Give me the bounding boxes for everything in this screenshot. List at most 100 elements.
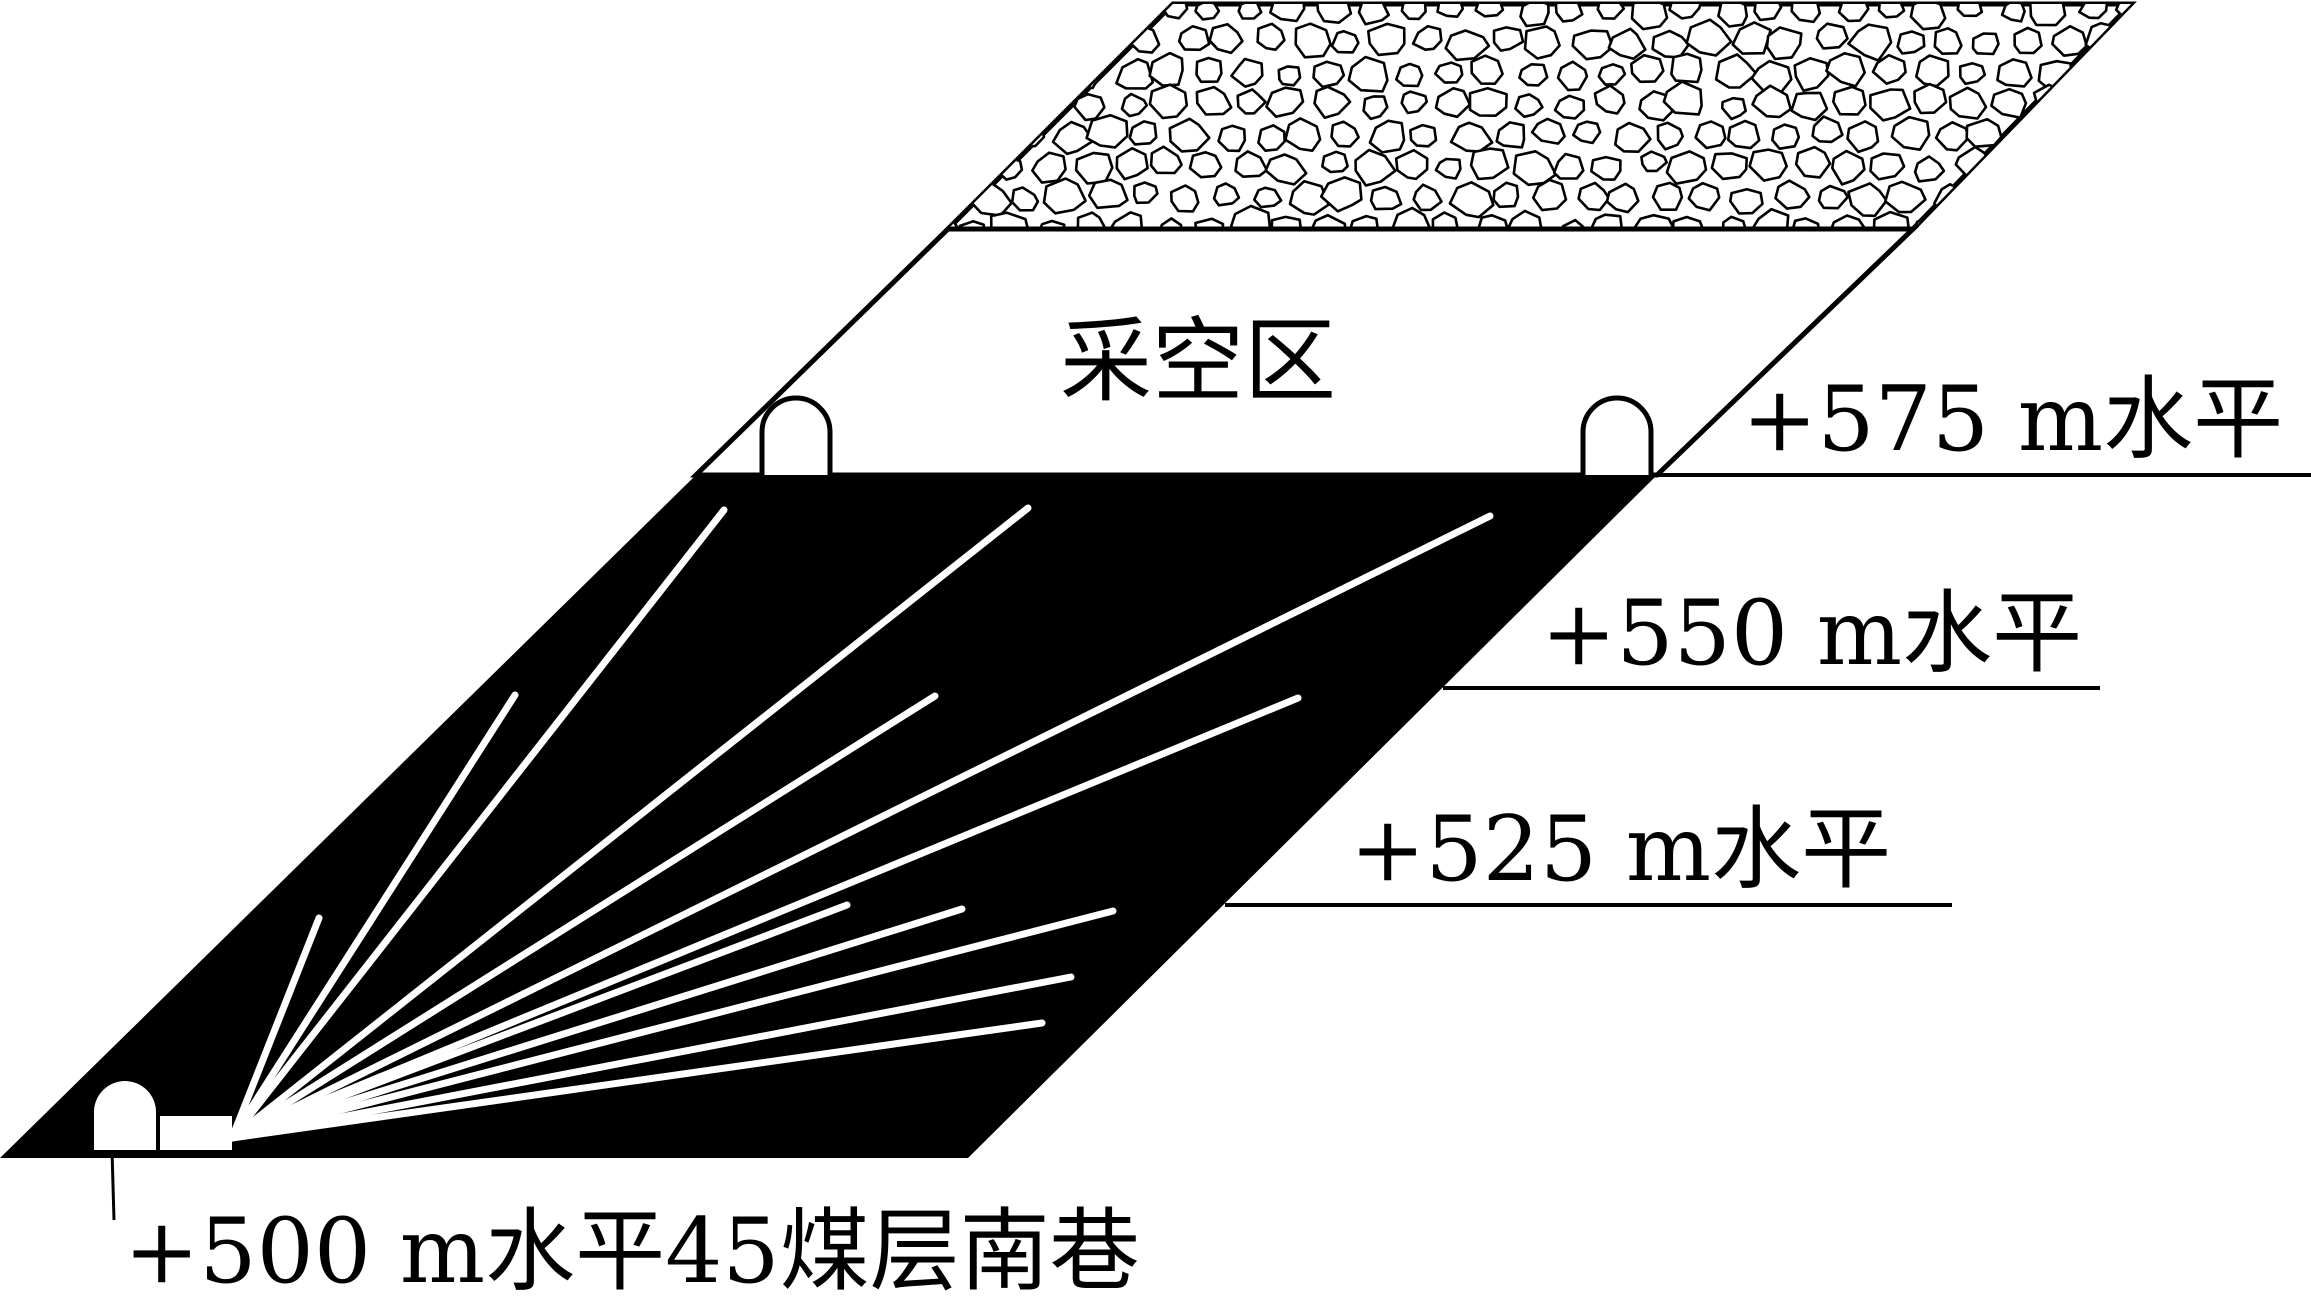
rock-fragment [1765, 26, 1803, 61]
rock-fragment [1448, 181, 1495, 219]
rock-fragment [2087, 188, 2117, 215]
rock-fragment [1468, 87, 1508, 117]
rock-fragment [1553, 94, 1586, 120]
rock-fragment [2034, 214, 2070, 229]
rock-fragment [1630, 53, 1665, 84]
rock-fragment [1148, 83, 1189, 120]
rock-fragment [1319, 176, 1363, 213]
rock-fragment [1552, 152, 1585, 180]
rock-fragment [1717, 4, 1749, 28]
rock-fragment [1148, 51, 1184, 87]
rock-fragment [1614, 121, 1652, 153]
rock-fragment [1871, 53, 1907, 85]
rock-fragment [1953, 215, 1983, 229]
rock-fragment [2028, 4, 2067, 27]
rock-fragment [1474, 4, 1505, 18]
rock-fragment [1990, 87, 2028, 119]
rock-fragment [1523, 25, 1561, 60]
rock-fragment [1869, 88, 1912, 122]
rock-fragment [2069, 86, 2106, 120]
rock-fragment [1194, 217, 1225, 229]
rock-fragment [1556, 60, 1589, 92]
rock-fragment [1434, 157, 1462, 180]
rock-fragment [1662, 80, 1703, 116]
caved-rock-zone [941, 1, 2137, 232]
rock-fragment [2109, 146, 2131, 181]
rock-fragment [1531, 178, 1568, 212]
rock-fragment [992, 4, 1026, 22]
rock-fragment [1051, 120, 1095, 156]
rock-fragment [1971, 32, 2000, 56]
rock-fragment [1914, 215, 1947, 229]
rock-fragment [1934, 121, 1971, 152]
rock-fragment [1607, 27, 1647, 61]
drill-chamber [160, 1116, 232, 1150]
rock-fragment [1444, 29, 1491, 62]
rock-fragment [948, 83, 951, 118]
rock-fragment [1431, 211, 1459, 229]
rock-fragment [1013, 24, 1043, 50]
rock-fragment [1721, 96, 1747, 121]
rock-fragment [1971, 187, 2001, 214]
rock-fragment [1571, 29, 1614, 61]
rock-fragment [1748, 148, 1788, 182]
rock-fragment [1577, 181, 1611, 212]
rock-fragment [1212, 182, 1241, 207]
rock-fragment [1236, 88, 1267, 115]
rock-fragment [2051, 24, 2089, 58]
rock-fragment [1362, 95, 1389, 121]
rock-fragment [1294, 22, 1332, 59]
rock-fragment [1390, 206, 1433, 229]
rock-fragment [1518, 63, 1549, 87]
rock-fragment [1593, 84, 1626, 115]
rock-fragment [1791, 217, 1821, 229]
rock-fragment [2115, 83, 2131, 115]
rock-fragment [1033, 91, 1063, 117]
rock-fragment [1877, 4, 1906, 19]
rock-fragment [1312, 60, 1346, 89]
rock-fragment [1265, 86, 1305, 118]
borehole [228, 901, 851, 1142]
rock-fragment [2078, 207, 2111, 229]
rock-fragment [2000, 4, 2026, 23]
rock-fragment [1794, 145, 1832, 179]
coal-seam [0, 475, 1657, 1158]
goaf-label: 采空区 [1060, 308, 1336, 415]
rock-fragment [1710, 152, 1748, 181]
rock-fragment [1670, 52, 1703, 84]
rock-fragment [1774, 179, 1811, 210]
rock-fragment [1965, 117, 2003, 148]
rock-fragment [1367, 22, 1406, 57]
rock-fragment [1256, 22, 1286, 52]
rock-fragment [1590, 155, 1622, 181]
rock-fragment [1177, 24, 1211, 52]
rock-fragment [1596, 4, 1626, 20]
rock-fragment [1195, 56, 1223, 84]
rock-fragment [1412, 183, 1443, 212]
rock-fragment [1087, 178, 1129, 210]
rock-fragment [1913, 155, 1946, 183]
borehole-fan [228, 504, 1494, 1142]
rock-fragment [950, 4, 982, 27]
rock-fragment [2128, 114, 2131, 152]
borehole [228, 691, 519, 1142]
rock-fragment [1847, 23, 1893, 62]
rock-fragment [1357, 4, 1390, 26]
rock-fragment [1436, 4, 1465, 19]
rock-fragment [2047, 179, 2092, 213]
rock-fragment [1514, 93, 1544, 119]
rock-fragment [1753, 4, 1783, 22]
rock-fragment [2088, 120, 2125, 153]
rock-fragment [2076, 147, 2113, 180]
rock-fragment [1751, 84, 1792, 119]
rock-fragment [1108, 211, 1144, 229]
rock-fragment [1832, 85, 1867, 116]
rock-fragment [1948, 86, 1988, 120]
rock-fragment [1726, 119, 1761, 150]
rock-fragment [1470, 54, 1504, 85]
rock-fragment [1048, 26, 1090, 63]
rock-fragment [1492, 26, 1525, 52]
rock-fragment [1237, 4, 1263, 20]
rock-fragment [1195, 85, 1233, 116]
